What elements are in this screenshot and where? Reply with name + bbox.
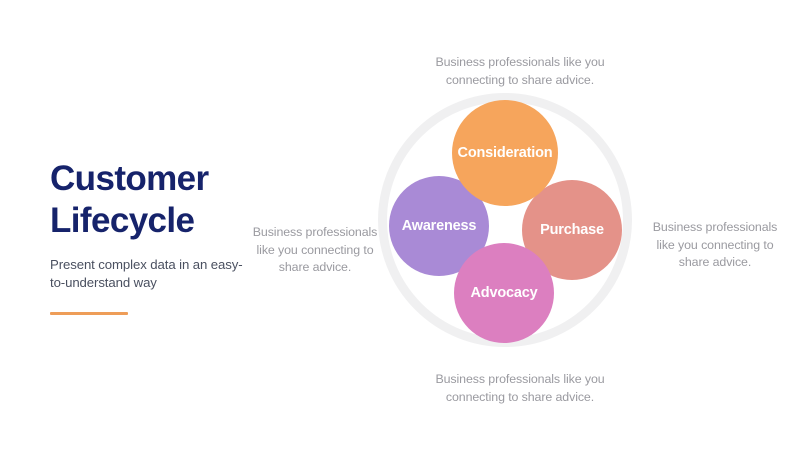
page-title: Customer Lifecycle <box>50 158 270 242</box>
caption-top: Business professionals like you connecti… <box>435 55 605 87</box>
bubble-purchase-label: Purchase <box>540 222 604 238</box>
caption-left: Business professionals like you connecti… <box>252 225 378 274</box>
caption-right: Business professionals like you connecti… <box>652 220 778 269</box>
bubble-advocacy[interactable]: Advocacy <box>454 243 554 343</box>
title-panel: Customer Lifecycle Present complex data … <box>50 158 270 315</box>
caption-bottom: Business professionals like you connecti… <box>435 372 605 404</box>
bubble-advocacy-label: Advocacy <box>470 285 538 301</box>
page-subtitle: Present complex data in an easy-to-under… <box>50 257 243 290</box>
page-title-line-2: Lifecycle <box>50 201 195 240</box>
bubble-consideration[interactable]: Consideration <box>452 100 558 206</box>
bubble-awareness-label: Awareness <box>401 218 477 234</box>
accent-underline <box>50 312 128 315</box>
lifecycle-diagram: Awareness Purchase Consideration Advocac… <box>370 85 640 355</box>
page-title-line-1: Customer <box>50 159 209 198</box>
bubble-consideration-label: Consideration <box>457 145 553 161</box>
